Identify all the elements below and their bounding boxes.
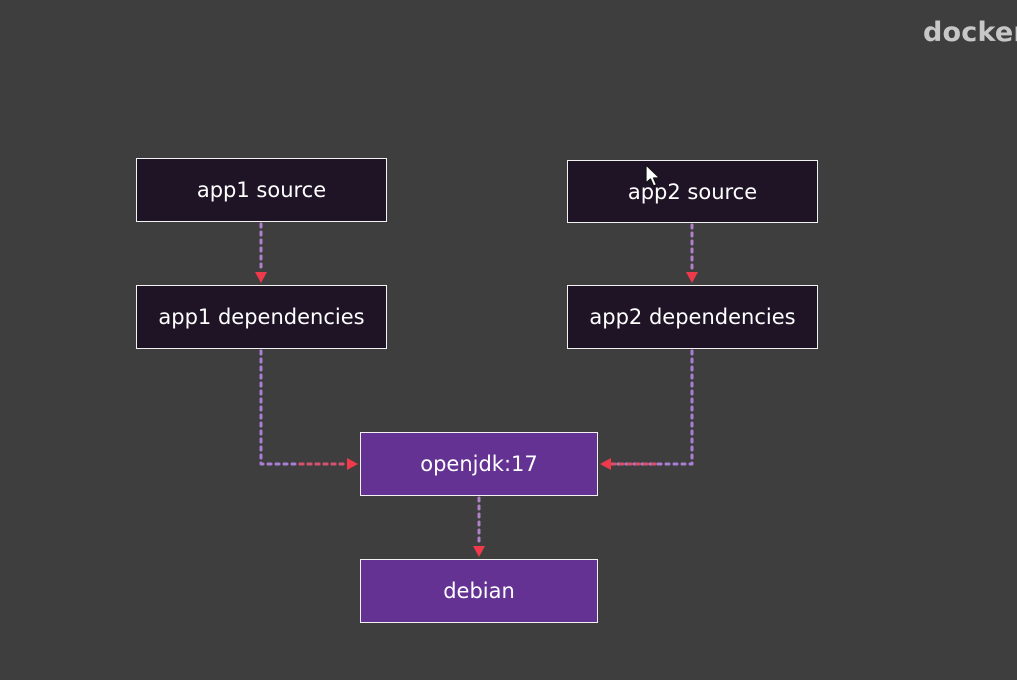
edge-app1-source-to-deps (255, 222, 267, 283)
node-label: app2 source (627, 179, 758, 204)
node-app1-source: app1 source (136, 158, 387, 222)
edge-openjdk-to-debian (473, 496, 485, 557)
arrowhead-icon (347, 458, 358, 470)
mouse-pointer-icon (645, 164, 661, 187)
node-label: debian (443, 579, 515, 603)
arrowhead-icon (600, 458, 611, 470)
edge-app2-source-to-deps (686, 223, 698, 283)
node-label: openjdk:17 (420, 452, 538, 476)
node-app1-dependencies: app1 dependencies (136, 285, 387, 349)
docker-wordmark: docker (923, 17, 1017, 48)
node-label: app1 dependencies (158, 305, 365, 329)
node-app2-source: app2 source (567, 160, 818, 223)
node-label: app2 dependencies (589, 305, 796, 329)
node-app2-dependencies: app2 dependencies (567, 285, 818, 349)
node-debian: debian (360, 559, 598, 623)
node-openjdk: openjdk:17 (360, 432, 598, 496)
edge-app2-deps-to-openjdk (600, 349, 694, 470)
node-label: app1 source (196, 178, 327, 202)
arrowhead-icon (255, 272, 267, 283)
arrowhead-icon (473, 546, 485, 557)
arrowhead-icon (686, 272, 698, 283)
edge-app1-deps-to-openjdk (259, 349, 358, 470)
